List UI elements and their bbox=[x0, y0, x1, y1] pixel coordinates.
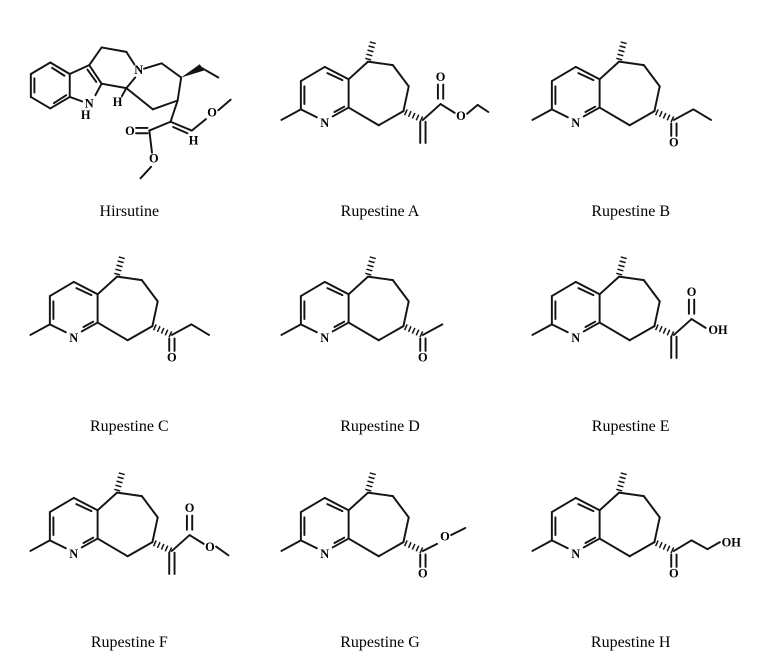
structure-rupestine-e: N O OH bbox=[531, 254, 728, 360]
atom-label: O bbox=[669, 135, 679, 149]
molecule-name: Rupestine E bbox=[591, 418, 670, 436]
atom-label: N bbox=[571, 547, 580, 561]
atom-label: N bbox=[320, 331, 329, 345]
skeleton-bonds bbox=[531, 39, 712, 137]
molecule-cell-rupestine-a: N O O Rupestine A bbox=[255, 4, 506, 220]
skeleton-bonds bbox=[280, 39, 490, 144]
structure-rupestine-g: N O O bbox=[280, 470, 467, 580]
atom-label: O bbox=[456, 109, 466, 123]
atom-label: O bbox=[125, 124, 135, 138]
molecule-cell-rupestine-g: N O O Rupestine G bbox=[255, 435, 506, 651]
skeleton-bonds bbox=[531, 254, 707, 360]
atom-label: N bbox=[320, 547, 329, 561]
molecule-name: Hirsutine bbox=[99, 202, 160, 220]
atom-label: O bbox=[418, 351, 428, 365]
structure-rupestine-h: N O OH bbox=[531, 470, 741, 580]
molecule-cell-rupestine-f: N O O Rupestine F bbox=[4, 435, 255, 651]
molecule-name: Rupestine D bbox=[340, 418, 420, 436]
atom-label: O bbox=[205, 540, 215, 554]
skeleton-bonds bbox=[29, 254, 211, 353]
skeleton-bonds bbox=[29, 470, 230, 575]
molecule-cell-rupestine-e: N O OH Rupestine E bbox=[505, 220, 756, 436]
structure-rupestine-f: N O O bbox=[29, 470, 230, 575]
molecule-cell-rupestine-h: N O OH Rupestine H bbox=[505, 435, 756, 651]
skeleton-bonds bbox=[531, 470, 721, 568]
atom-label: O bbox=[418, 566, 428, 580]
atom-label: O bbox=[686, 285, 696, 299]
molecule-cell-rupestine-b: N O Rupestine B bbox=[505, 4, 756, 220]
atom-label: H bbox=[113, 94, 123, 108]
structure-rupestine-b: N O bbox=[531, 39, 712, 149]
skeleton-bonds bbox=[280, 254, 444, 353]
molecule-name: Rupestine F bbox=[90, 634, 168, 651]
atom-label: N bbox=[135, 63, 144, 77]
atom-label: N bbox=[571, 116, 580, 130]
atom-label: N bbox=[85, 96, 94, 110]
molecule-name: Rupestine B bbox=[591, 202, 670, 220]
structure-rupestine-c: N O bbox=[29, 254, 211, 365]
skeleton-bonds bbox=[30, 46, 232, 179]
molecule-name: Rupestine C bbox=[89, 418, 169, 436]
atom-label: N bbox=[70, 547, 79, 561]
atom-label: N bbox=[70, 331, 79, 345]
structure-hirsutine: N H H N O H O O bbox=[30, 46, 232, 179]
atom-label: O bbox=[440, 529, 450, 543]
atom-label: O bbox=[149, 151, 159, 165]
atom-label: H bbox=[81, 108, 91, 122]
atom-label: H bbox=[189, 133, 199, 147]
structure-rupestine-d: N O bbox=[280, 254, 444, 365]
molecule-cell-hirsutine: N H H N O H O O Hirsutine bbox=[4, 4, 255, 220]
atom-label: O bbox=[208, 105, 218, 119]
atom-label: N bbox=[571, 331, 580, 345]
atom-label: O bbox=[185, 501, 195, 515]
molecule-name: Rupestine H bbox=[590, 634, 671, 651]
molecule-name: Rupestine G bbox=[340, 634, 420, 651]
molecule-name: Rupestine A bbox=[340, 202, 420, 220]
atom-label: O bbox=[669, 566, 679, 580]
atom-label: O bbox=[436, 70, 446, 84]
molecule-cell-rupestine-d: N O Rupestine D bbox=[255, 220, 506, 436]
atom-label: O bbox=[167, 351, 177, 365]
atom-label: OH bbox=[708, 323, 728, 337]
atom-label: N bbox=[320, 116, 329, 130]
molecule-cell-rupestine-c: N O Rupestine C bbox=[4, 220, 255, 436]
skeleton-bonds bbox=[280, 470, 467, 568]
structure-rupestine-a: N O O bbox=[280, 39, 490, 144]
atom-label: OH bbox=[721, 536, 741, 550]
